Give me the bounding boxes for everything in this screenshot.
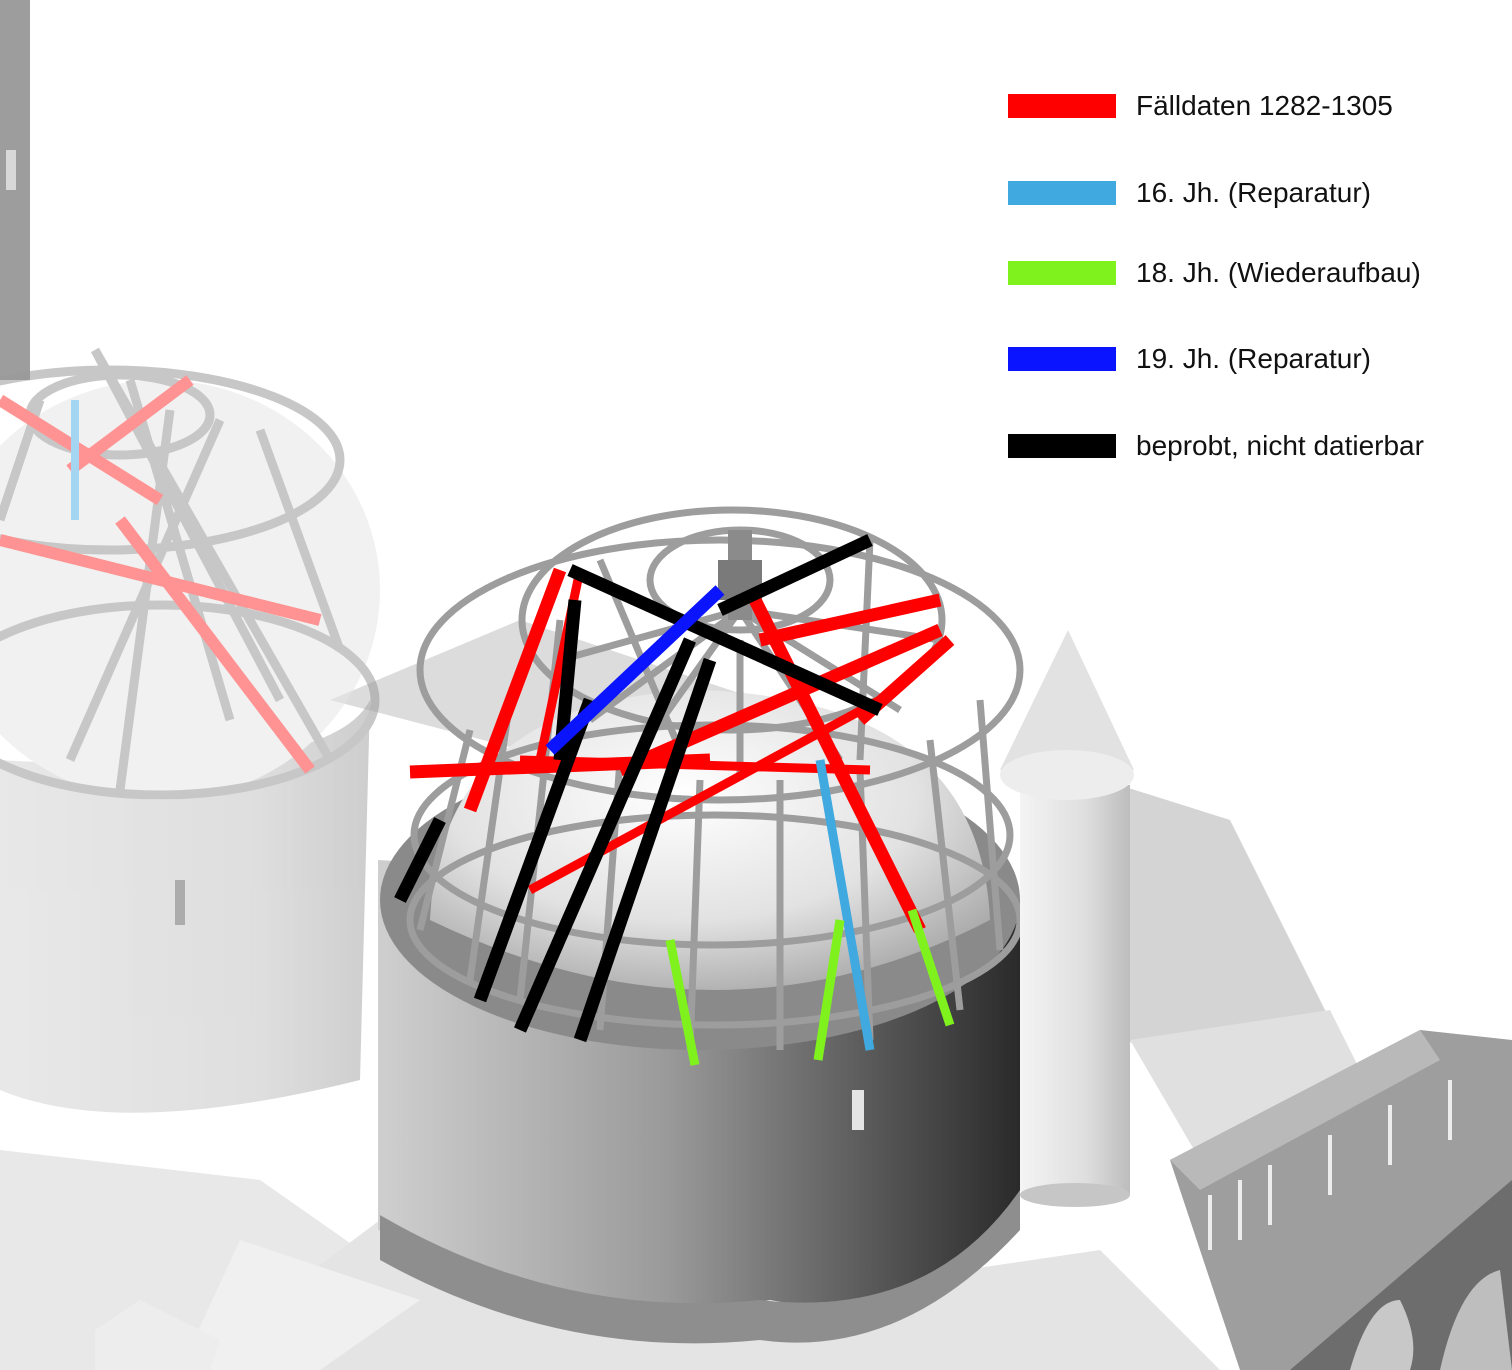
timber-black [394, 534, 883, 1043]
legend-swatch [1008, 181, 1116, 205]
cathedral-nave [1170, 1030, 1512, 1370]
timber-green [665, 908, 955, 1066]
legend-item: Fälldaten 1282-1305 [1008, 88, 1393, 124]
legend-item: 19. Jh. (Reparatur) [1008, 341, 1371, 377]
left-dome [0, 347, 380, 1113]
legend-label: 19. Jh. (Reparatur) [1136, 343, 1371, 374]
legend-swatch [1008, 347, 1116, 371]
legend-item: 16. Jh. (Reparatur) [1008, 175, 1371, 211]
timber-blue [545, 585, 725, 755]
left-tower [0, 0, 30, 380]
legend-item: 18. Jh. (Wiederaufbau) [1008, 255, 1421, 291]
legend-swatch [1008, 261, 1116, 285]
legend-swatch [1008, 434, 1116, 458]
legend-label: 16. Jh. (Reparatur) [1136, 177, 1371, 208]
legend-swatch [1008, 94, 1116, 118]
legend-label: beprobt, nicht datierbar [1136, 430, 1424, 461]
legend-label: 18. Jh. (Wiederaufbau) [1136, 257, 1421, 288]
legend-item: beprobt, nicht datierbar [1008, 428, 1424, 464]
timber-lightblue [815, 759, 875, 1051]
turret [1000, 630, 1134, 1207]
central-dome [378, 506, 1024, 1344]
legend-label: Fälldaten 1282-1305 [1136, 90, 1393, 121]
